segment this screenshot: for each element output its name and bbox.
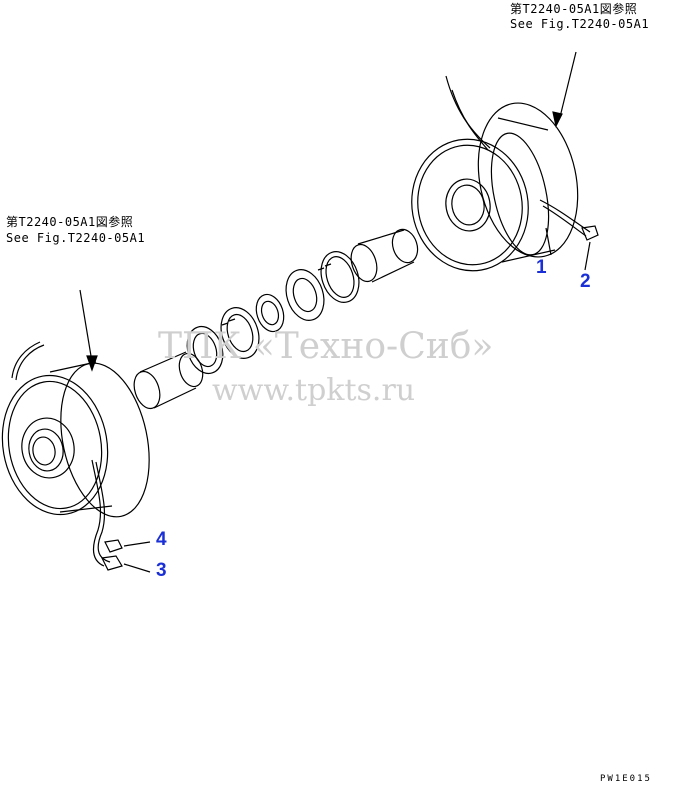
watermark-line2: www.tpkts.ru [212, 373, 415, 408]
drawing-code: PW1E015 [600, 774, 652, 784]
reference-top-right-jp: 第T2240-05A1図参照 [510, 2, 638, 16]
reference-top-right-en: See Fig.T2240-05A1 [510, 17, 650, 31]
reference-left-jp: 第T2240-05A1図参照 [6, 215, 134, 229]
center-shaft [133, 228, 419, 410]
left-reel [1, 289, 151, 573]
reference-left-en: See Fig.T2240-05A1 [6, 231, 146, 245]
right-reel [411, 51, 599, 272]
callout-2[interactable]: 2 [580, 271, 591, 292]
callout-1[interactable]: 1 [536, 257, 547, 278]
callout-4[interactable]: 4 [156, 529, 167, 550]
watermark-line1: ТПК «Техно-Сиб» [158, 326, 493, 367]
callout-3[interactable]: 3 [156, 560, 167, 581]
